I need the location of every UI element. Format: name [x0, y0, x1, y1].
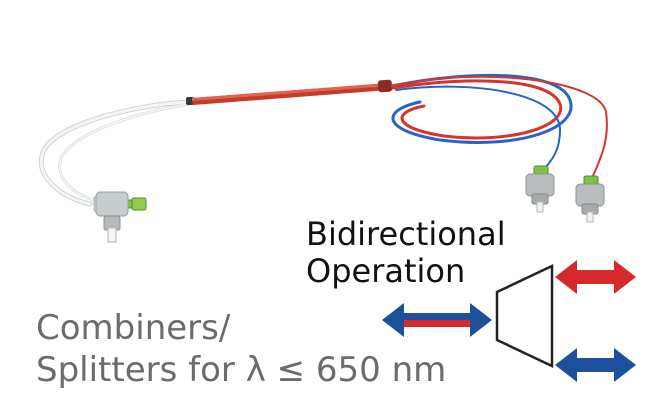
- green-fiber-connector-right: [575, 175, 605, 223]
- white-fiber-loop: [38, 99, 193, 207]
- white-fiber-connector-body: [95, 191, 129, 243]
- fiber-coupler-photo: [38, 73, 608, 243]
- bidirectional-line-2: Operation: [306, 252, 466, 290]
- bidirectional-operation-caption: Bidirectional Operation: [306, 216, 506, 290]
- red-blue-fiber-loop: [390, 73, 608, 179]
- product-line-2: Splitters for λ ≤ 650 nm: [36, 350, 447, 390]
- coupler-tube: [186, 79, 393, 105]
- product-caption: Combiners/ Splitters for λ ≤ 650 nm: [36, 307, 446, 391]
- bidirectional-line-1: Bidirectional: [306, 215, 506, 253]
- blue-red-bidirectional-arrow: [382, 303, 492, 337]
- trapezoid-coupler-symbol: [495, 264, 554, 368]
- blue-bidirectional-arrow: [555, 348, 636, 382]
- product-line-1: Combiners/: [36, 308, 231, 348]
- green-fiber-connector-left: [525, 165, 555, 213]
- red-bidirectional-arrow: [555, 260, 636, 294]
